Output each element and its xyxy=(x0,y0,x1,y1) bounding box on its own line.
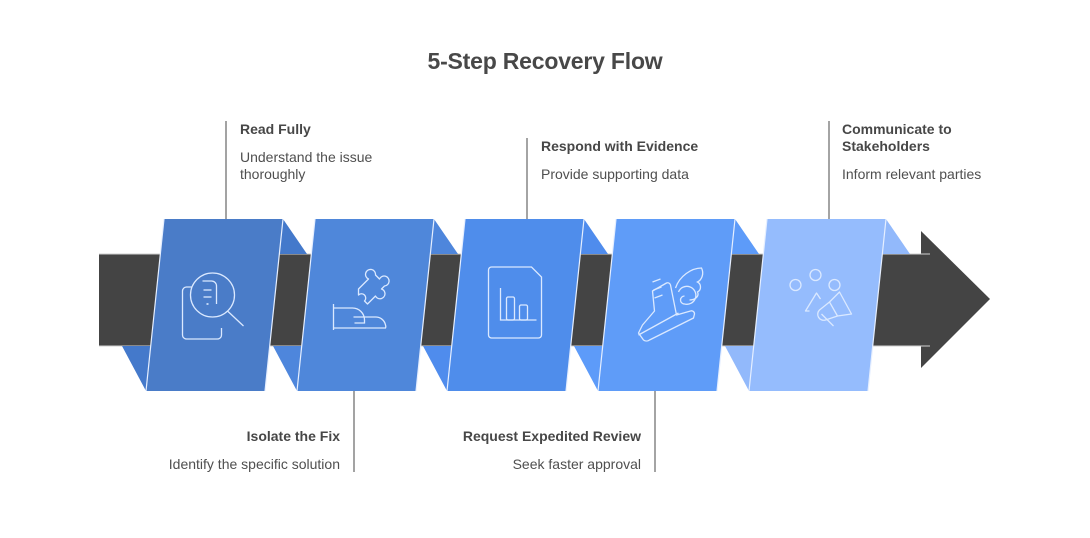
step-request-expedited-review xyxy=(574,218,759,392)
step-title: Request Expedited Review xyxy=(462,428,641,444)
step-description: Inform relevant parties xyxy=(842,166,982,182)
step-fold-top xyxy=(579,219,608,254)
step-fold-top xyxy=(278,219,307,254)
step-label-communicate-to-stakeholders: Communicate to Stakeholders Inform relev… xyxy=(842,121,981,183)
step-fold-bottom xyxy=(122,346,151,391)
step-label-read-fully: Read Fully Understand the issue thorough… xyxy=(240,121,372,183)
arrow-head xyxy=(921,231,990,368)
step-panel xyxy=(598,219,735,391)
step-panel-edge xyxy=(296,218,316,392)
step-panel-edge xyxy=(565,218,585,392)
step-description: Understand the issue thoroughly xyxy=(240,149,372,183)
step-panel xyxy=(749,219,886,391)
step-fold-bottom xyxy=(273,346,302,391)
step-panel-edge xyxy=(867,218,887,392)
step-title: Communicate to Stakeholders xyxy=(842,121,981,155)
step-panel-edge xyxy=(716,218,736,392)
step-description-line: Understand the issue xyxy=(240,149,373,165)
step-fold-bottom xyxy=(574,346,603,391)
step-title-line: Stakeholders xyxy=(842,138,930,154)
step-panel-edge xyxy=(145,218,165,392)
step-panel-edge xyxy=(748,218,768,392)
step-fold-top xyxy=(881,219,910,254)
step-label-request-expedited-review: Request Expedited Review Seek faster app… xyxy=(381,428,641,473)
document-search-icon xyxy=(181,272,244,340)
hand-puzzle-icon xyxy=(332,268,390,330)
step-description: Provide supporting data xyxy=(541,166,689,182)
megaphone-people-icon xyxy=(789,268,853,327)
step-fold-bottom xyxy=(423,346,452,391)
step-panel-edge xyxy=(264,218,284,392)
step-description: Seek faster approval xyxy=(512,456,641,472)
step-isolate-the-fix xyxy=(273,218,458,392)
step-title: Read Fully xyxy=(240,121,311,137)
step-communicate-to-stakeholders xyxy=(725,218,910,392)
step-description: Identify the specific solution xyxy=(168,456,340,472)
step-label-respond-with-evidence: Respond with Evidence Provide supporting… xyxy=(541,138,698,183)
step-panel xyxy=(447,219,584,391)
step-respond-with-evidence xyxy=(423,218,608,392)
step-fold-top xyxy=(429,219,458,254)
step-fold-bottom xyxy=(725,346,754,391)
step-fold-top xyxy=(730,219,759,254)
step-panel xyxy=(297,219,434,391)
step-title: Respond with Evidence xyxy=(541,138,699,154)
bar-chart-document-icon xyxy=(487,266,543,339)
diagram-title: 5-Step Recovery Flow xyxy=(427,48,663,74)
winged-shoe-icon xyxy=(637,267,704,342)
step-panel-edge xyxy=(597,218,617,392)
step-label-isolate-the-fix: Isolate the Fix Identify the specific so… xyxy=(100,428,340,473)
step-panel xyxy=(146,219,283,391)
step-title: Isolate the Fix xyxy=(246,428,340,444)
step-panel-edge xyxy=(415,218,435,392)
step-read-fully xyxy=(122,218,307,392)
step-panel-edge xyxy=(446,218,466,392)
step-description-line: thoroughly xyxy=(240,166,306,182)
step-title-line: Communicate to xyxy=(842,121,952,137)
